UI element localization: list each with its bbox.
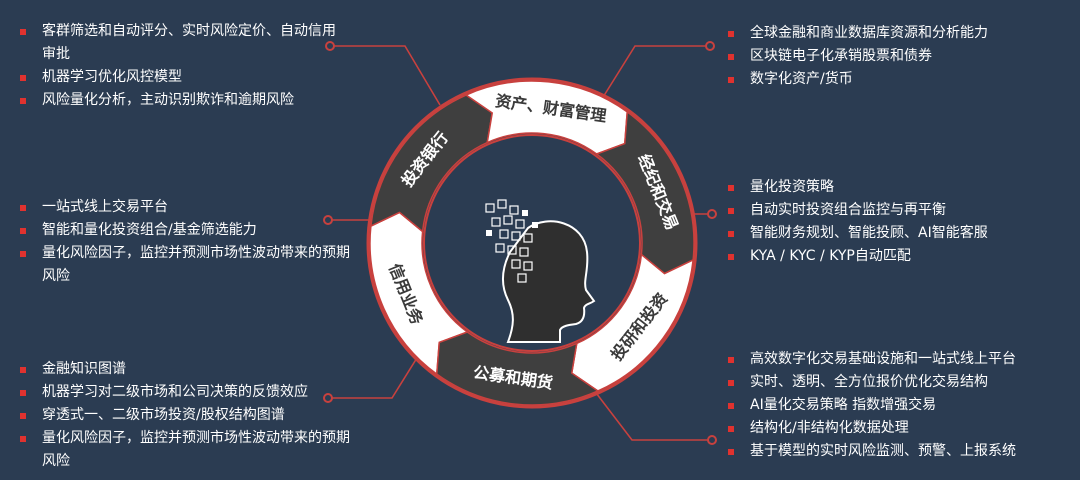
list-item: 全球金融和商业数据库资源和分析能力 <box>726 22 1066 45</box>
connector-top-right <box>594 45 710 111</box>
ring-segments <box>369 80 695 406</box>
list-item: 自动实时投资组合监控与再平衡 <box>726 199 1066 222</box>
list-item: 智能财务规划、智能投顾、AI智能客服 <box>726 222 1066 245</box>
list-item: AI量化交易策略 指数增强交易 <box>726 394 1071 417</box>
connector-top-left <box>330 45 441 106</box>
list-item: 智能和量化投资组合/基金筛选能力 <box>18 219 358 242</box>
connector-dots <box>323 41 717 445</box>
credit-business-list: 客群筛选和自动评分、实时风险定价、自动信用审批 机器学习优化风控模型 风险量化分… <box>18 20 338 112</box>
list-item: 高效数字化交易基础设施和一站式线上平台 <box>726 348 1071 371</box>
list-item: 机器学习对二级市场和公司决策的反馈效应 <box>18 381 358 404</box>
list-item: 一站式线上交易平台 <box>18 196 358 219</box>
connector-lines <box>328 45 712 441</box>
connector-bottom-right <box>589 384 712 441</box>
list-item: 数字化资产/货币 <box>726 68 1066 91</box>
list-item: 金融知识图谱 <box>18 358 358 381</box>
list-item: 风险量化分析，主动识别欺诈和逾期风险 <box>18 89 338 112</box>
segment-fund-futures <box>435 331 600 406</box>
connector-bottom-left <box>328 344 426 399</box>
ring-outer-border <box>366 77 698 409</box>
list-item: 量化风险因子，监控并预测市场性波动带来的预期风险 <box>18 242 358 288</box>
list-item: 机器学习优化风控模型 <box>18 66 338 89</box>
asset-wealth-management-list: 量化投资策略 自动实时投资组合监控与再平衡 智能财务规划、智能投顾、AI智能客服… <box>726 176 1066 268</box>
list-item: 量化风险因子，监控并预测市场性波动带来的预期风险 <box>18 427 358 473</box>
ai-head-pixel-icon <box>485 199 596 343</box>
investment-banking-list: 全球金融和商业数据库资源和分析能力 区块链电子化承销股票和债券 数字化资产/货币 <box>726 22 1066 91</box>
brokerage-trading-list: 高效数字化交易基础设施和一站式线上平台 实时、透明、全方位报价优化交易结构 AI… <box>726 348 1071 463</box>
list-item: 实时、透明、全方位报价优化交易结构 <box>726 371 1071 394</box>
fund-futures-list: 一站式线上交易平台 智能和量化投资组合/基金筛选能力 量化风险因子，监控并预测市… <box>18 196 358 288</box>
list-item: KYA / KYC / KYP自动匹配 <box>726 245 1066 268</box>
list-item: 结构化/非结构化数据处理 <box>726 417 1071 440</box>
list-item: 基于模型的实时风险监测、预警、上报系统 <box>726 440 1071 463</box>
list-item: 量化投资策略 <box>726 176 1066 199</box>
list-item: 区块链电子化承销股票和债券 <box>726 45 1066 68</box>
ring-inner-border <box>423 134 641 352</box>
list-item: 客群筛选和自动评分、实时风险定价、自动信用审批 <box>18 20 338 66</box>
research-investment-list: 金融知识图谱 机器学习对二级市场和公司决策的反馈效应 穿透式一、二级市场投资/股… <box>18 358 358 473</box>
list-item: 穿透式一、二级市场投资/股权结构图谱 <box>18 404 358 427</box>
